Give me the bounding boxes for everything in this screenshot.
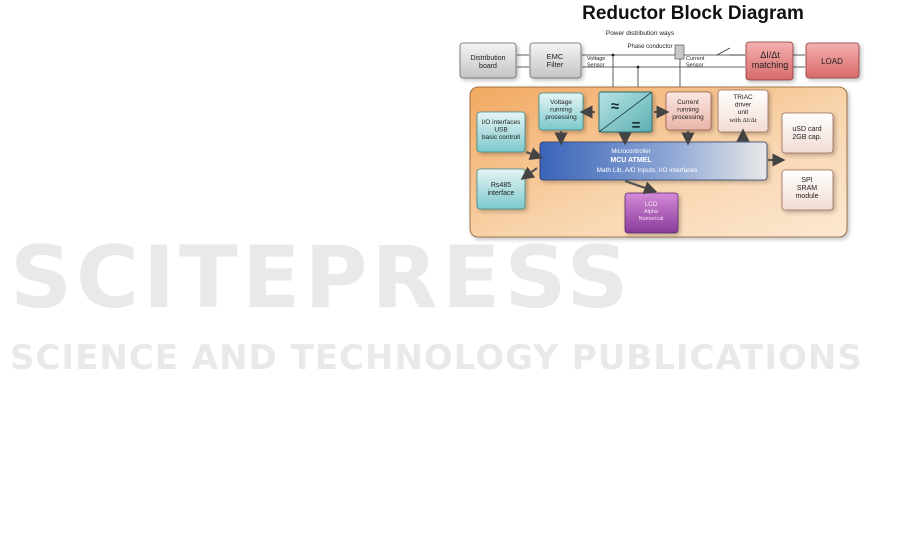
svg-text:=: = (632, 117, 641, 134)
block-diagram: Reductor Block Diagram Power distributio… (459, 3, 860, 238)
watermark-title: SCITEPRESS (10, 228, 633, 328)
load-block: LOAD (805, 42, 860, 79)
junction-dots (611, 53, 682, 69)
watermark-subtitle: SCIENCE AND TECHNOLOGY PUBLICATIONS (10, 338, 863, 378)
svg-text:MCU ATMEL: MCU ATMEL (610, 157, 652, 164)
svg-text:LOAD: LOAD (821, 57, 843, 66)
svg-text:Math Lib, A/D Inputs, I/O inte: Math Lib, A/D Inputs, I/O interfaces (597, 167, 699, 174)
power-ways-label: Power distribution ways (606, 30, 675, 37)
svg-text:≈: ≈ (611, 98, 619, 115)
phase-conductor-label: Phase conductor (627, 44, 672, 50)
internal-arrows (520, 105, 786, 195)
current-sensor-icon (674, 44, 685, 60)
microcontroller-block: Microcontroller MCU ATMEL Math Lib, A/D … (539, 141, 768, 181)
power-lines (517, 47, 805, 100)
ac-dc-converter-block: ≈ = (598, 91, 653, 134)
diagram-title: Reductor Block Diagram (582, 3, 804, 24)
svg-text:Microcontroller: Microcontroller (611, 149, 650, 155)
